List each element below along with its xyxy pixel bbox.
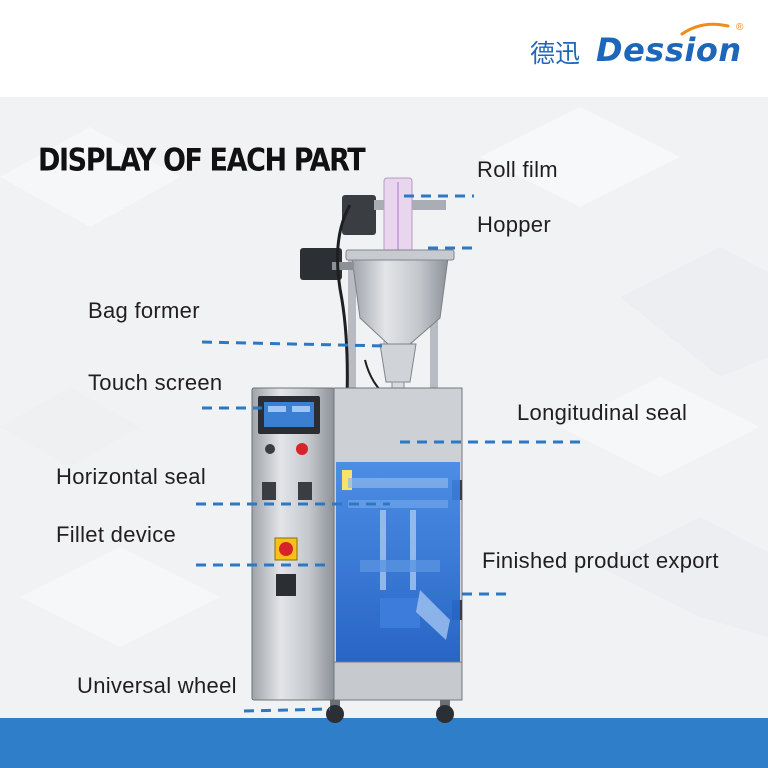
label-roll-film: Roll film	[477, 157, 558, 182]
horizontal-seal-part	[348, 478, 448, 488]
film-motor	[342, 195, 376, 235]
brand-name-cn: 德迅	[530, 39, 581, 68]
hopper-motor	[300, 248, 342, 280]
emergency-stop	[296, 443, 308, 455]
label-longitudinal-seal: Longitudinal seal	[517, 400, 688, 425]
frame-post-left	[348, 250, 356, 420]
label-touch-screen: Touch screen	[88, 370, 223, 395]
label-horizontal-seal: Horizontal seal	[56, 464, 207, 489]
background-pattern	[0, 107, 768, 647]
label-hopper: Hopper	[477, 212, 551, 237]
leader-universal-wheel	[243, 707, 331, 713]
universal-wheel-part	[326, 705, 344, 723]
brand-swoosh-icon	[680, 22, 730, 36]
leader-bag-former	[201, 340, 387, 348]
label-finished-product-export: Finished product export	[482, 548, 719, 573]
fillet-device-part	[360, 560, 440, 572]
registered-mark: ®	[736, 22, 744, 33]
label-universal-wheel: Universal wheel	[77, 673, 237, 698]
page-title: DISPLAY OF EACH PART	[38, 143, 366, 179]
label-bag-former: Bag former	[88, 298, 200, 323]
product-export-chute	[416, 590, 450, 640]
label-fillet-device: Fillet device	[56, 522, 177, 547]
header: 德迅 Dession ®	[0, 0, 768, 97]
frame-post-right	[430, 250, 438, 420]
brand-name-en: Dession	[596, 31, 742, 69]
bag-former-part	[379, 343, 417, 383]
footer-band	[0, 718, 768, 768]
